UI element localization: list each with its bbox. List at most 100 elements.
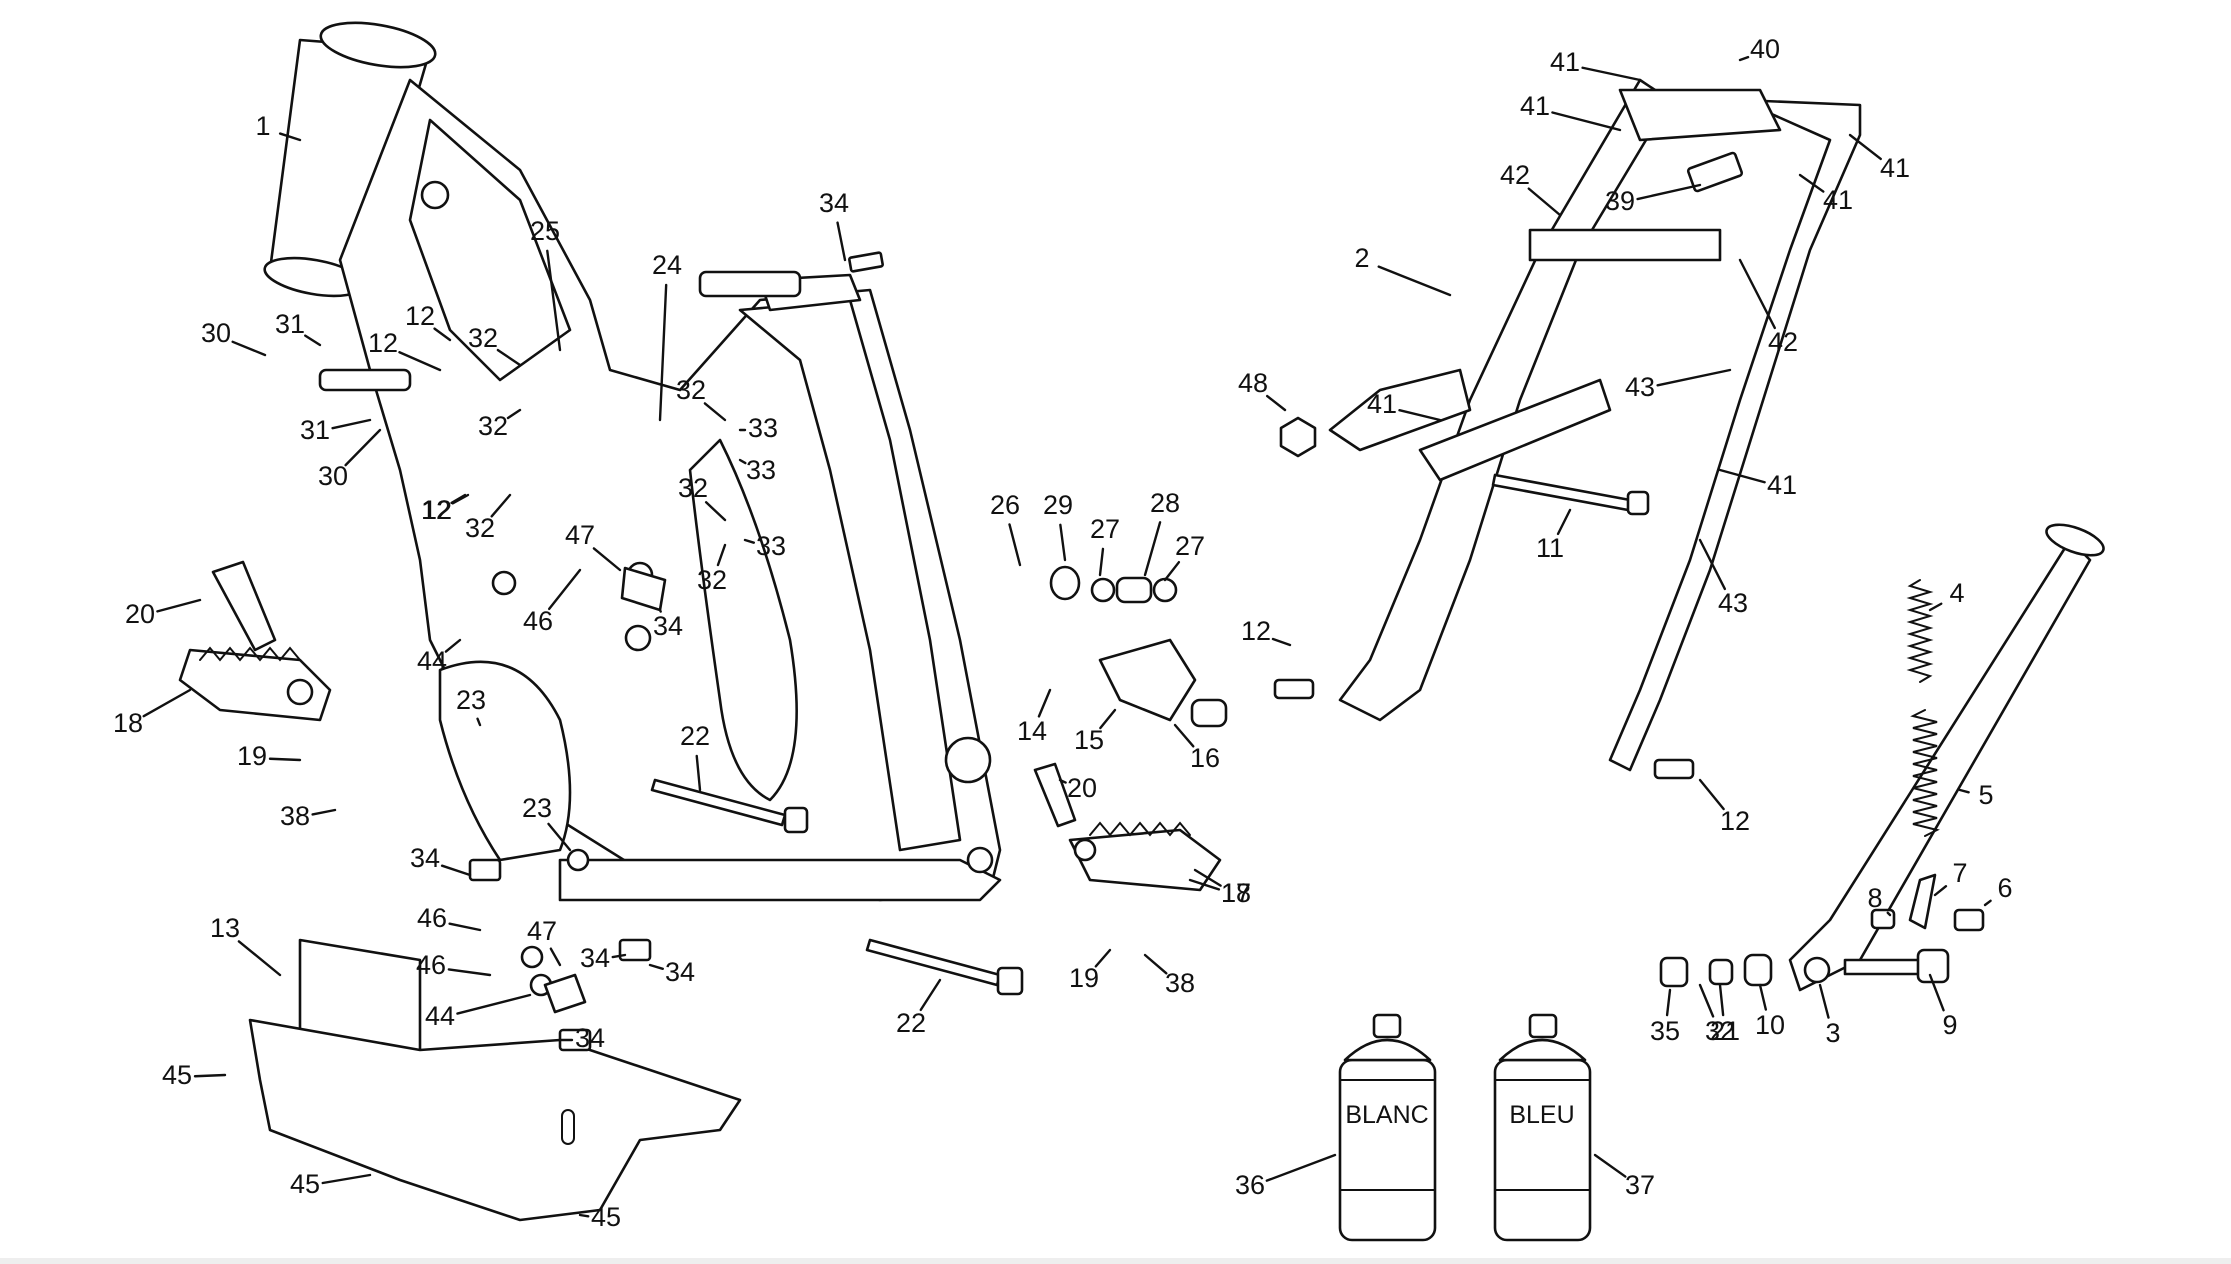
rear-subframe	[1328, 78, 1862, 772]
callout-12: 12	[422, 495, 452, 525]
callout-41: 41	[1550, 47, 1580, 77]
leader-44	[444, 638, 462, 653]
leader-20	[1058, 778, 1067, 784]
leader-12	[451, 493, 470, 505]
leader-22	[919, 978, 942, 1012]
leader-4	[1928, 602, 1943, 612]
callout-12: 12	[1241, 616, 1271, 646]
leader-23	[476, 717, 482, 727]
leader-34	[440, 864, 472, 877]
callout-46: 46	[416, 950, 446, 980]
leader-10	[1758, 983, 1768, 1011]
leader-13	[237, 940, 282, 977]
leader-42	[1527, 187, 1562, 217]
callout-36: 36	[1235, 1170, 1265, 1200]
leader-45	[578, 1213, 590, 1218]
leader-21	[1718, 983, 1725, 1017]
leader-32	[1698, 983, 1715, 1018]
callout-27: 27	[1090, 514, 1120, 544]
callout-44: 44	[425, 1001, 455, 1031]
callout-24: 24	[652, 250, 682, 280]
leader-40	[1738, 55, 1750, 62]
spray-can-blue: BLEU	[1493, 1013, 1592, 1242]
leader-34	[658, 608, 662, 613]
leader-41	[1398, 409, 1442, 422]
callout-41: 41	[1823, 185, 1853, 215]
leader-42	[1738, 258, 1776, 330]
callout-46: 46	[417, 903, 447, 933]
callout-32: 32	[478, 411, 508, 441]
callout-45: 45	[591, 1202, 621, 1232]
leader-34	[836, 221, 847, 262]
callout-34: 34	[575, 1023, 605, 1053]
callout-17: 17	[1221, 878, 1251, 908]
callout-41: 41	[1767, 470, 1797, 500]
spring-4	[1906, 579, 1934, 683]
leader-20	[156, 598, 202, 613]
leader-23	[547, 822, 572, 852]
leader-17	[1188, 878, 1221, 891]
callout-38: 38	[280, 801, 310, 831]
callout-34: 34	[665, 957, 695, 987]
callout-16: 16	[1190, 743, 1220, 773]
callout-35: 35	[1650, 1016, 1680, 1046]
callout-38: 38	[1165, 968, 1195, 998]
callout-32: 32	[676, 375, 706, 405]
leader-46	[447, 968, 492, 977]
leader-32	[716, 543, 727, 567]
callout-28: 28	[1150, 488, 1180, 518]
callout-23: 23	[522, 793, 552, 823]
left-footpeg	[178, 646, 332, 722]
callout-8: 8	[1867, 883, 1882, 913]
callout-19: 19	[1069, 963, 1099, 993]
leader-32	[703, 402, 727, 422]
leader-lines	[142, 55, 1992, 1218]
leader-35	[1665, 988, 1672, 1017]
callout-43: 43	[1625, 372, 1655, 402]
leader-19	[268, 757, 302, 762]
callout-7: 7	[1952, 858, 1967, 888]
main-frame	[338, 78, 1002, 902]
leader-25	[546, 249, 562, 352]
callout-34: 34	[653, 611, 683, 641]
leader-3	[1818, 983, 1830, 1019]
leader-32	[496, 348, 522, 367]
leader-26	[1008, 523, 1022, 567]
callout-46: 46	[523, 606, 553, 636]
can-label-left: BLANC	[1345, 1101, 1428, 1129]
callout-27: 27	[1175, 531, 1205, 561]
callout-9: 9	[1942, 1010, 1957, 1040]
leader-45	[193, 1073, 227, 1078]
leader-8	[1886, 911, 1892, 917]
callout-14: 14	[1017, 716, 1047, 746]
leader-33	[738, 458, 747, 465]
callout-39: 39	[1605, 186, 1635, 216]
callout-42: 42	[1500, 160, 1530, 190]
leader-30	[231, 340, 267, 357]
callout-44: 44	[417, 646, 447, 676]
callout-32: 32	[468, 323, 498, 353]
leader-6	[1983, 899, 1992, 907]
leader-46	[547, 568, 582, 611]
callout-4: 4	[1949, 578, 1964, 608]
callout-40: 40	[1750, 34, 1780, 64]
callout-37: 37	[1625, 1170, 1655, 1200]
callout-3: 3	[1825, 1018, 1840, 1048]
leader-2	[1377, 265, 1452, 297]
callout-32: 32	[697, 565, 727, 595]
skid-plate	[248, 938, 742, 1222]
callout-43: 43	[1718, 588, 1748, 618]
callout-12: 12	[421, 495, 451, 525]
callout-41: 41	[1520, 91, 1550, 121]
callout-12: 12	[405, 301, 435, 331]
callout-13: 13	[210, 913, 240, 943]
callout-6: 6	[1997, 873, 2012, 903]
leader-41	[1718, 468, 1766, 484]
callout-23: 23	[456, 685, 486, 715]
leader-11	[1556, 508, 1572, 536]
spray-can-white: BLANC	[1338, 1013, 1437, 1242]
callout-31: 31	[275, 309, 305, 339]
side-stand	[1788, 523, 2105, 992]
leader-34	[611, 953, 627, 959]
